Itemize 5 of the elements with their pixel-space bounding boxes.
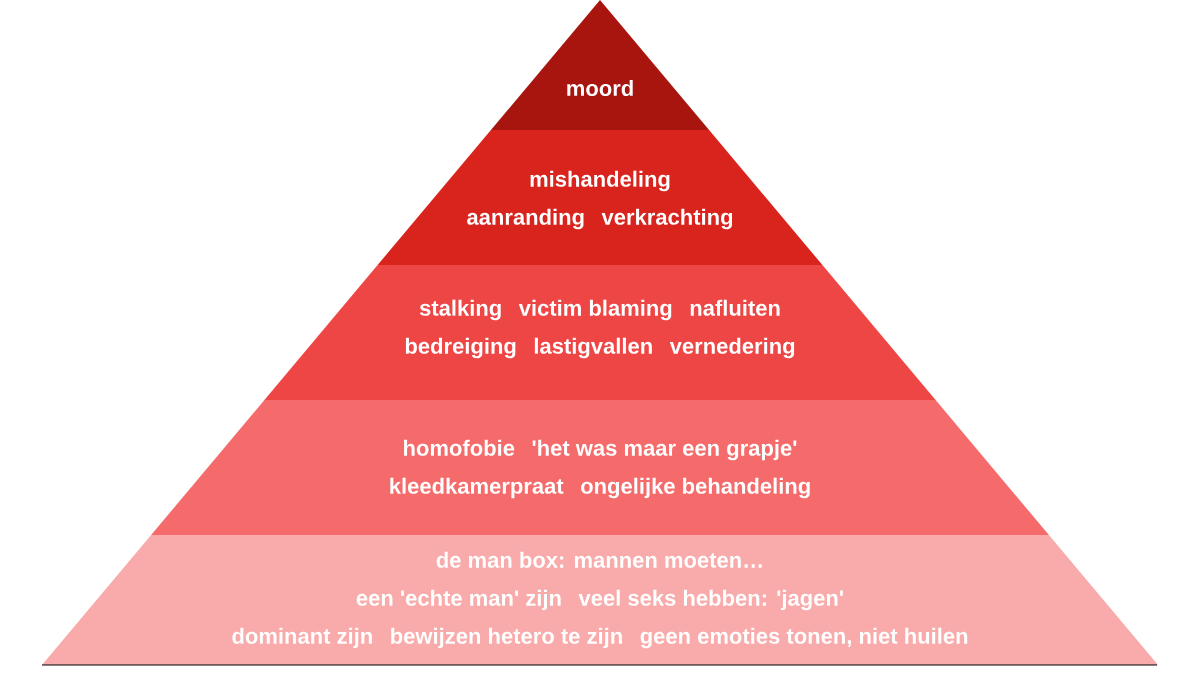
pyramid-band: stalking victim blaming nafluiten bedreiging lastigvallen vernedering xyxy=(264,265,936,400)
pyramid-band: moord xyxy=(490,0,710,130)
pyramid-band: de man box: mannen moeten… een 'echte man' zijn veel seks hebben: 'jagen' dominant zijn bewijzen hetero te zijn geen emoties tonen, niet huilen xyxy=(42,535,1158,665)
pyramid-band: homofobie 'het was maar een grapje' kleedkamerpraat ongelijke behandeling xyxy=(151,400,1049,535)
pyramid-band: mishandeling aanranding verkrachting xyxy=(377,130,823,265)
